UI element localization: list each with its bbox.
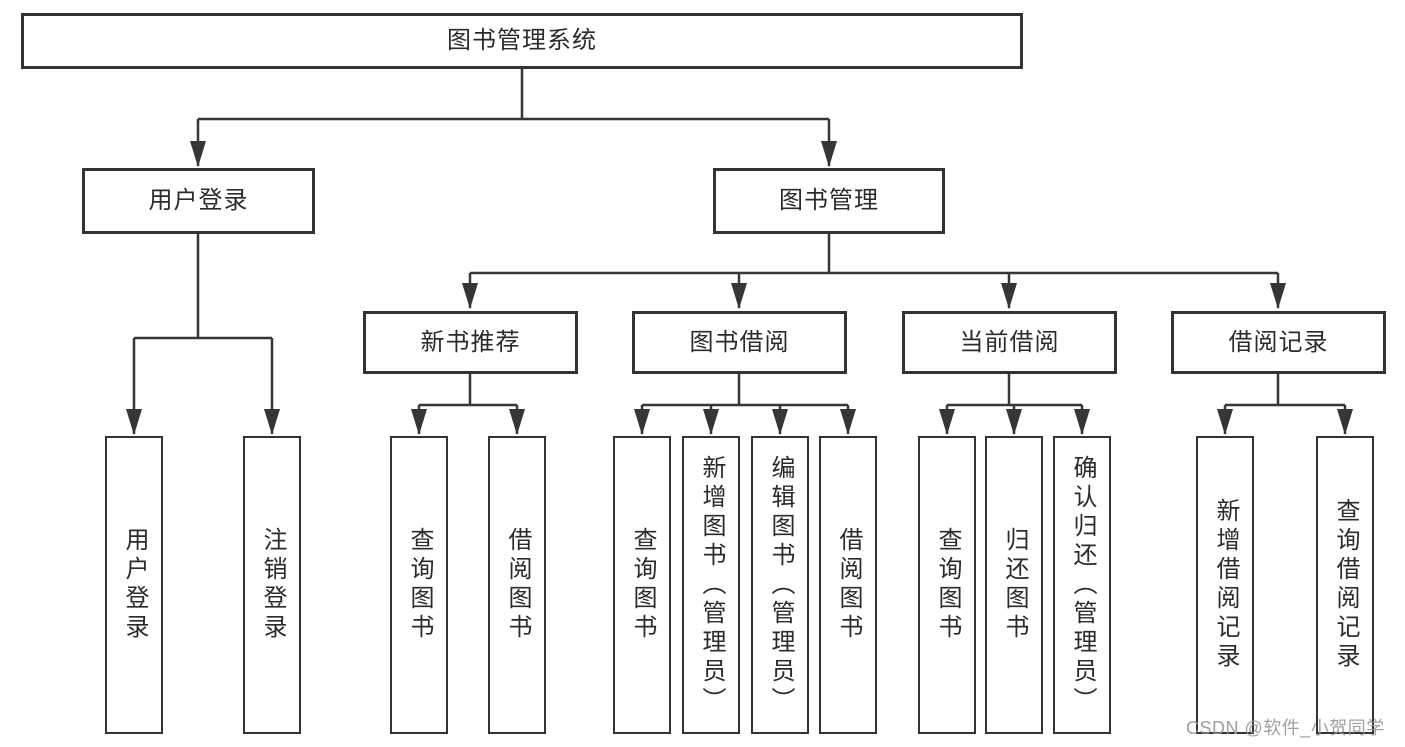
- node-label: 查询图书: [934, 527, 961, 643]
- node-label: 确认归还（管理员）: [1069, 454, 1096, 716]
- csdn-watermark: CSDN @软件_小贺同学: [1186, 718, 1385, 738]
- node-label: 图书管理系统: [447, 27, 597, 54]
- node-label: 归还图书: [1001, 527, 1028, 643]
- node-label: 查询借阅记录: [1332, 498, 1359, 672]
- node-label: 查询图书: [629, 527, 656, 643]
- node-label: 用户登录: [148, 187, 249, 214]
- leaf-query-books: 查询图书: [390, 436, 448, 734]
- node-label: 借阅图书: [835, 527, 862, 643]
- node-book-management: 图书管理: [713, 168, 945, 234]
- node-user-login: 用户登录: [82, 168, 315, 234]
- node-book-borrow: 图书借阅: [632, 311, 847, 374]
- leaf-confirm-return-admin: 确认归还（管理员）: [1053, 436, 1111, 734]
- leaf-add-borrow-record: 新增借阅记录: [1196, 436, 1254, 734]
- leaf-return-books: 归还图书: [985, 436, 1043, 734]
- node-label: 查询图书: [406, 527, 433, 643]
- node-label: 新增借阅记录: [1212, 498, 1239, 672]
- node-label: 注销登录: [259, 527, 286, 643]
- leaf-query-books: 查询图书: [613, 436, 671, 734]
- node-new-book-recommend: 新书推荐: [363, 311, 578, 374]
- node-label: 当前借阅: [959, 328, 1060, 356]
- node-borrow-records: 借阅记录: [1171, 311, 1386, 374]
- node-label: 新增图书（管理员）: [698, 454, 725, 716]
- node-label: 编辑图书（管理员）: [767, 454, 794, 716]
- leaf-borrow-books: 借阅图书: [819, 436, 877, 734]
- node-label: 图书借阅: [689, 328, 790, 356]
- node-label: 新书推荐: [420, 328, 521, 356]
- leaf-edit-books-admin: 编辑图书（管理员）: [751, 436, 809, 734]
- leaf-add-books-admin: 新增图书（管理员）: [682, 436, 740, 734]
- leaf-query-books: 查询图书: [918, 436, 976, 734]
- node-current-borrow: 当前借阅: [902, 311, 1117, 374]
- node-label: 借阅图书: [504, 527, 531, 643]
- leaf-query-borrow-record: 查询借阅记录: [1316, 436, 1374, 734]
- node-label: 用户登录: [121, 527, 148, 643]
- node-label: 图书管理: [779, 187, 879, 214]
- leaf-logout: 注销登录: [243, 436, 301, 734]
- node-label: 借阅记录: [1228, 328, 1329, 356]
- leaf-user-login: 用户登录: [105, 436, 163, 734]
- leaf-borrow-books: 借阅图书: [488, 436, 546, 734]
- node-root: 图书管理系统: [21, 13, 1023, 69]
